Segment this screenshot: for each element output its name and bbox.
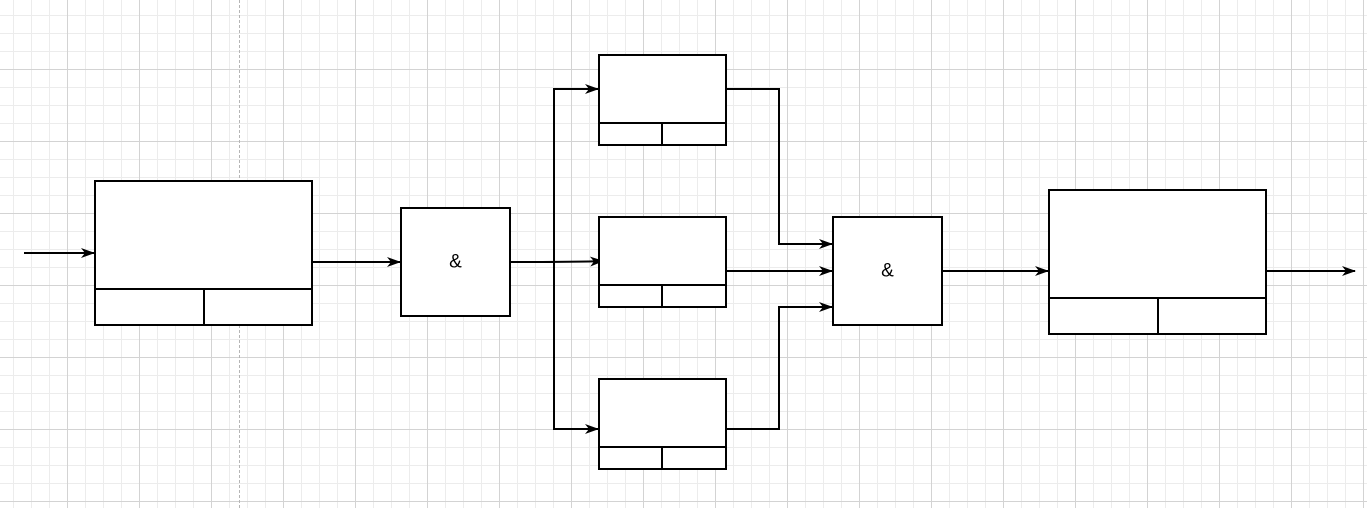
top-block-body[interactable]	[598, 54, 727, 124]
left-block-cell-left[interactable]	[94, 288, 205, 326]
and-gate-right-body[interactable]	[832, 216, 943, 326]
bottom-block[interactable]	[598, 378, 727, 470]
and-gate-left-label: &	[449, 252, 462, 273]
middle-block-body[interactable]	[598, 216, 727, 286]
top-block[interactable]	[598, 54, 727, 146]
right-block[interactable]	[1048, 189, 1267, 335]
edge-and-to-top-block[interactable]	[510, 84, 599, 263]
and-gate-right-label: &	[881, 261, 894, 282]
bottom-block-cell-left[interactable]	[598, 446, 663, 470]
right-block-cell-left[interactable]	[1048, 297, 1159, 335]
edge-and-to-bottom-block[interactable]	[553, 262, 599, 434]
middle-block-cell-right[interactable]	[661, 284, 727, 308]
edge-and-to-middle-block[interactable]	[509, 256, 604, 267]
right-block-body[interactable]	[1048, 189, 1267, 299]
and-gate-left[interactable]: &	[400, 207, 511, 317]
middle-block-cell-left[interactable]	[598, 284, 663, 308]
and-gate-left-body[interactable]	[400, 207, 511, 317]
top-block-cell-right[interactable]	[661, 122, 727, 146]
middle-block[interactable]	[598, 216, 727, 308]
left-block[interactable]	[94, 180, 313, 326]
bottom-block-cell-right[interactable]	[661, 446, 727, 470]
edge-top-block-to-and[interactable]	[726, 88, 833, 249]
top-block-cell-left[interactable]	[598, 122, 663, 146]
edge-bottom-block-to-and[interactable]	[726, 302, 833, 430]
and-gate-right[interactable]: &	[832, 216, 943, 326]
bottom-block-body[interactable]	[598, 378, 727, 448]
left-block-cell-right[interactable]	[203, 288, 313, 326]
right-block-cell-right[interactable]	[1157, 297, 1267, 335]
left-block-body[interactable]	[94, 180, 313, 290]
